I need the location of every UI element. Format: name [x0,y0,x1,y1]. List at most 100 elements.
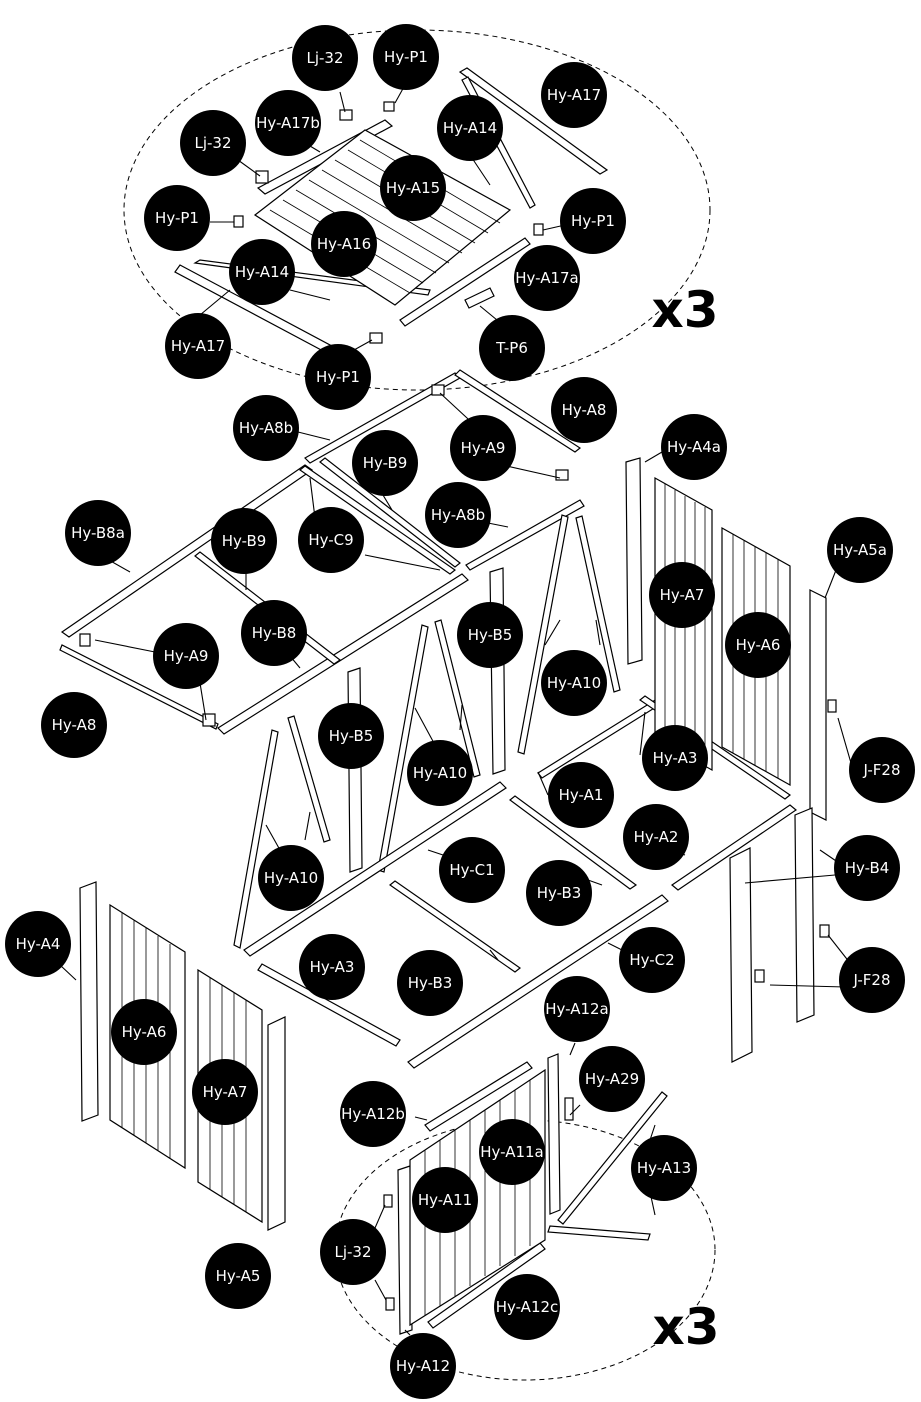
base-assembly [243,695,797,1069]
svg-text:Hy-B8a: Hy-B8a [71,524,125,542]
svg-text:Hy-B9: Hy-B9 [363,454,408,472]
label-door-hya13: Hy-A13 [631,1135,697,1201]
label-wall-hya6-right: Hy-A6 [725,612,791,678]
label-door-hya12c: Hy-A12c [494,1274,560,1340]
svg-text:Hy-A9: Hy-A9 [164,647,209,665]
svg-text:Hy-A7: Hy-A7 [203,1083,248,1101]
frame-assembly [59,369,621,949]
left-wall [79,881,286,1231]
label-frame-hyb9-left: Hy-B9 [211,508,277,574]
svg-text:Hy-A14: Hy-A14 [443,119,497,137]
label-roof-hya14-top: Hy-A14 [437,95,503,161]
label-roof-hyp1-bottom: Hy-P1 [305,344,371,410]
label-frame-hya10-left: Hy-A10 [258,845,324,911]
label-wall-hya6-left: Hy-A6 [111,999,177,1065]
label-roof-hyp1-left: Hy-P1 [144,185,210,251]
label-roof-hyp1-right: Hy-P1 [560,188,626,254]
svg-text:Hy-B3: Hy-B3 [408,974,453,992]
svg-text:Hy-A17b: Hy-A17b [256,114,320,132]
svg-text:T-P6: T-P6 [495,339,528,357]
label-roof-hya17-bottom: Hy-A17 [165,313,231,379]
label-roof-hya16: Hy-A16 [311,211,377,277]
label-frame-hya8b-top: Hy-A8b [233,395,299,461]
label-frame-hya8-top: Hy-A8 [551,377,617,443]
roof-assembly [174,67,609,361]
svg-text:Hy-A8: Hy-A8 [562,401,607,419]
label-door-hya29: Hy-A29 [579,1046,645,1112]
svg-text:Hy-A9: Hy-A9 [461,439,506,457]
svg-text:Hy-A4: Hy-A4 [16,935,61,953]
svg-text:Hy-B5: Hy-B5 [329,727,374,745]
svg-text:Hy-C1: Hy-C1 [449,861,494,879]
svg-text:Hy-A8: Hy-A8 [52,716,97,734]
label-frame-hya8-left: Hy-A8 [41,692,107,758]
label-base-hya2: Hy-A2 [623,804,689,870]
label-base-hyc2: Hy-C2 [619,927,685,993]
svg-text:Lj-32: Lj-32 [194,134,231,152]
roof-multiplier: x3 [651,281,718,339]
svg-text:Hy-A13: Hy-A13 [637,1159,691,1177]
label-roof-lj32-top: Lj-32 [292,25,358,91]
label-door-lj32: Lj-32 [320,1219,386,1285]
svg-text:Lj-32: Lj-32 [306,49,343,67]
label-frame-hyb5-right: Hy-B5 [457,602,523,668]
svg-text:Hy-A8b: Hy-A8b [431,506,485,524]
svg-text:Hy-A17: Hy-A17 [547,86,601,104]
label-door-hya12: Hy-A12 [390,1333,456,1399]
label-base-hya1: Hy-A1 [548,762,614,828]
label-roof-hya17b: Hy-A17b [255,90,321,156]
label-roof-hya15: Hy-A15 [380,155,446,221]
svg-text:Hy-B3: Hy-B3 [537,884,582,902]
label-frame-hyb8: Hy-B8 [241,600,307,666]
svg-text:J-F28: J-F28 [852,971,890,989]
label-base-hyb3-left: Hy-B3 [397,950,463,1016]
label-door-hya12b: Hy-A12b [340,1081,406,1147]
label-frame-hya10-mid: Hy-A10 [407,740,473,806]
label-wall-hya7-left: Hy-A7 [192,1059,258,1125]
svg-text:Hy-B9: Hy-B9 [222,532,267,550]
label-frame-hya9-top: Hy-A9 [450,415,516,481]
svg-text:Hy-A11a: Hy-A11a [480,1143,544,1161]
svg-text:Lj-32: Lj-32 [334,1243,371,1261]
label-base-hyb3-right: Hy-B3 [526,860,592,926]
label-frame-hyb5-left: Hy-B5 [318,703,384,769]
label-door-hya11: Hy-A11 [412,1167,478,1233]
svg-text:Hy-A8b: Hy-A8b [239,419,293,437]
svg-text:Hy-A14: Hy-A14 [235,263,289,281]
svg-text:Hy-A16: Hy-A16 [317,235,371,253]
label-wall-hyb4: Hy-B4 [834,835,900,901]
svg-text:Hy-A5: Hy-A5 [216,1267,261,1285]
svg-text:Hy-A10: Hy-A10 [264,869,318,887]
label-wall-jf28-top: J-F28 [849,737,915,803]
svg-text:Hy-A5a: Hy-A5a [833,541,887,559]
label-frame-hyb9-top: Hy-B9 [352,430,418,496]
svg-text:Hy-A29: Hy-A29 [585,1070,639,1088]
svg-text:Hy-A4a: Hy-A4a [667,438,721,456]
label-frame-hya10-right: Hy-A10 [541,650,607,716]
svg-text:Hy-A10: Hy-A10 [413,764,467,782]
label-wall-hya4a: Hy-A4a [661,414,727,480]
label-frame-hyc9: Hy-C9 [298,507,364,573]
svg-text:Hy-P1: Hy-P1 [155,209,199,227]
label-base-hya3-right: Hy-A3 [642,725,708,791]
door-multiplier: x3 [652,1298,719,1356]
svg-text:Hy-A3: Hy-A3 [653,749,698,767]
svg-text:Hy-B5: Hy-B5 [468,626,513,644]
label-roof-hya14-bottom: Hy-A14 [229,239,295,305]
svg-text:Hy-A12c: Hy-A12c [496,1298,559,1316]
label-roof-lj32-left: Lj-32 [180,110,246,176]
label-wall-hya7-right: Hy-A7 [649,562,715,628]
label-base-hya3-left: Hy-A3 [299,934,365,1000]
label-wall-hya5: Hy-A5 [205,1243,271,1309]
svg-text:Hy-A17a: Hy-A17a [515,269,579,287]
svg-text:Hy-P1: Hy-P1 [384,48,428,66]
right-wall [625,457,837,1063]
label-roof-hya17a: Hy-A17a [514,245,580,311]
svg-text:Hy-B8: Hy-B8 [252,624,297,642]
part-labels: Lj-32 Hy-P1 Hy-A17b Hy-A14 Hy-A17 Lj-32 … [5,24,915,1399]
svg-text:Hy-A10: Hy-A10 [547,674,601,692]
svg-text:Hy-A3: Hy-A3 [310,958,355,976]
label-wall-hya4: Hy-A4 [5,911,71,977]
label-frame-hya9-left: Hy-A9 [153,623,219,689]
